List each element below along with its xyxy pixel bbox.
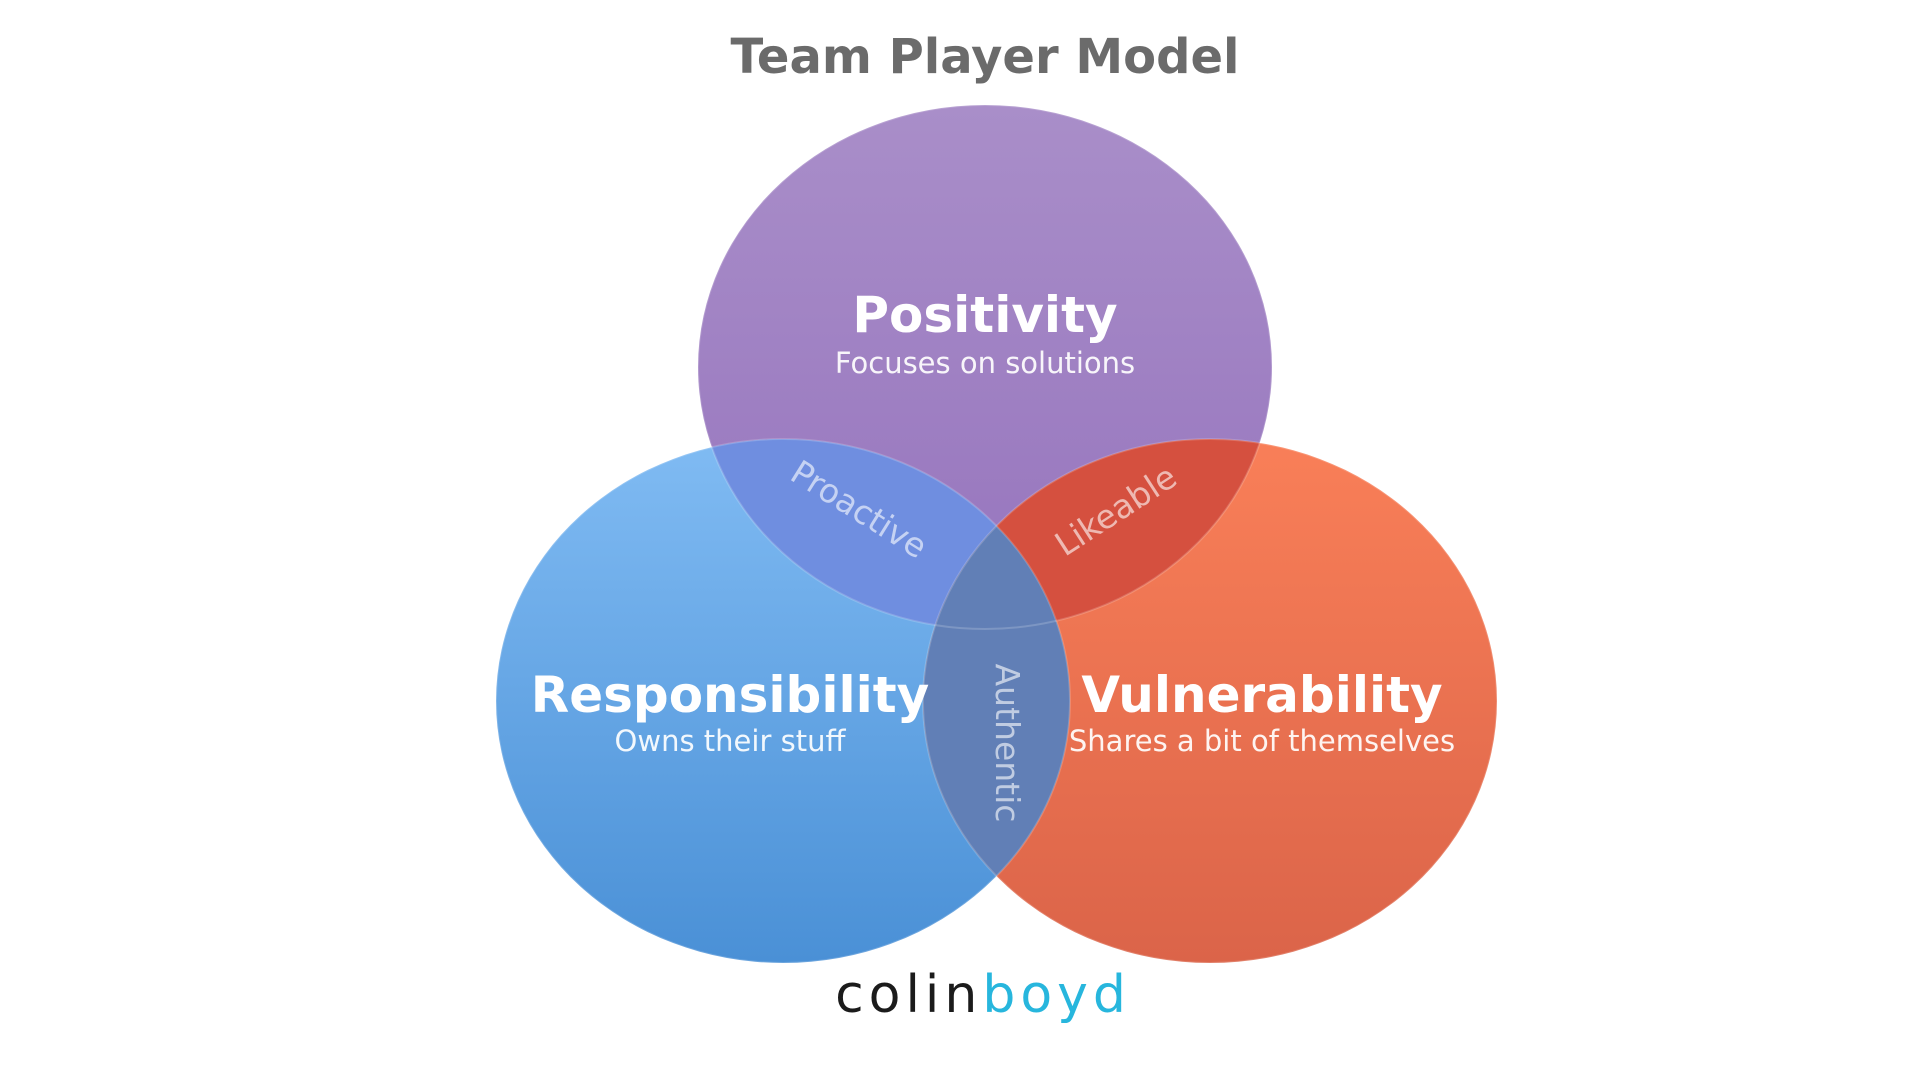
positivity-description: Focuses on solutions bbox=[835, 346, 1135, 380]
brand-logo: colinboyd bbox=[835, 965, 1131, 1025]
likeable-overlap bbox=[923, 439, 1272, 629]
responsibility-description: Owns their stuff bbox=[615, 724, 847, 758]
proactive-overlap bbox=[698, 439, 1070, 629]
positivity-outline bbox=[697, 104, 1273, 630]
vulnerability-label: Vulnerability bbox=[1081, 666, 1442, 724]
responsibility-outline bbox=[495, 438, 1071, 964]
vulnerability-outline bbox=[922, 438, 1498, 964]
brand-logo-part2: boyd bbox=[982, 965, 1131, 1025]
responsibility-label: Responsibility bbox=[531, 666, 930, 724]
positivity-label: Positivity bbox=[852, 286, 1117, 344]
vulnerability-description: Shares a bit of themselves bbox=[1069, 724, 1455, 758]
brand-logo-part1: colin bbox=[835, 965, 982, 1025]
authentic-label: Authentic bbox=[988, 664, 1027, 823]
diagram-title: Team Player Model bbox=[731, 29, 1240, 85]
